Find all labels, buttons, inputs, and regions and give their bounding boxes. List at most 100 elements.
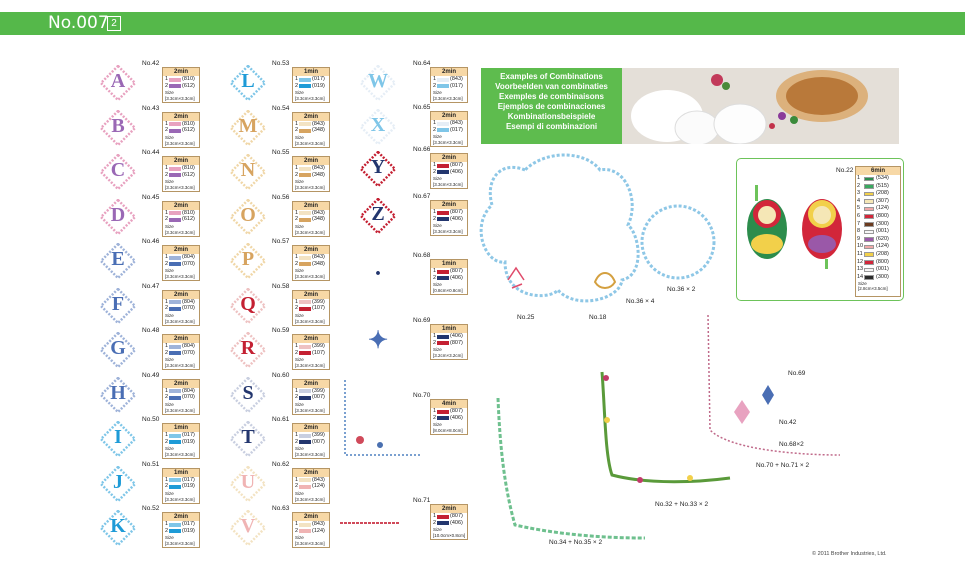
thread-row: 2 (019): [163, 483, 199, 490]
thread-code: (001): [876, 228, 889, 235]
size-label: Size: [295, 312, 304, 318]
letter-motif: V: [230, 510, 266, 546]
thread-row: 2 (070): [163, 261, 199, 268]
letter-glyph: J: [113, 470, 123, 493]
thread-row: 1 (399): [293, 388, 329, 395]
letter-glyph: U: [240, 470, 256, 493]
thread-number: 1: [165, 521, 169, 527]
stitch-time: 2min: [293, 246, 329, 254]
stitch-time: 2min: [163, 246, 199, 254]
size-value: [3.3cm×3.3cm]: [433, 229, 463, 234]
thread-number: 1: [165, 76, 169, 82]
thread-code: (070): [182, 260, 195, 267]
thread-swatch: [299, 306, 311, 311]
thread-swatch: [299, 300, 311, 304]
thread-row: 7 (300): [856, 221, 900, 229]
thread-swatch: [169, 344, 181, 349]
thread-number: 1: [295, 254, 299, 260]
thread-number: 12: [857, 258, 864, 265]
thread-number: 6: [857, 212, 861, 219]
thread-number: 2: [857, 182, 861, 189]
thread-number: 2: [165, 127, 169, 133]
thread-row: 1 (017): [163, 477, 199, 484]
thread-card: 1min 1 (807) 2 (406) Size [0.8cm×0.8cm]: [430, 259, 468, 295]
matryoshka-dolls: [747, 185, 842, 269]
thread-card: 2min 1 (843) 2 (348) Size [3.3cm×3.3cm]: [292, 156, 330, 192]
letter-motif: N: [230, 154, 266, 190]
label-no32-33: No.32 + No.33 × 2: [655, 501, 709, 508]
thread-card: 2min 1 (807) 2 (406) Size [3.3cm×3.3cm]: [430, 153, 468, 189]
thread-code: (843): [450, 120, 463, 126]
thread-code: (843): [312, 254, 325, 260]
thread-swatch: [169, 300, 181, 304]
thread-code: (070): [182, 305, 195, 311]
thread-swatch: [437, 128, 449, 132]
thread-card: 2min 1 (804) 2 (070) Size [3.3cm×3.3cm]: [162, 245, 200, 281]
thread-swatch: [299, 166, 311, 171]
size-value: [3.3cm×3.3cm]: [295, 541, 325, 546]
size-value: [3.3cm×3.3cm]: [165, 96, 195, 101]
thread-code: (810): [182, 165, 195, 171]
thread-row: 2 (007): [293, 439, 329, 446]
letter-motif: G: [100, 332, 136, 368]
size-value: [3.3cm×3.3cm]: [165, 318, 195, 324]
letter-motif: T: [230, 421, 266, 457]
thread-number: 2: [165, 305, 169, 311]
thread-card: 2min 1 (843) 2 (348) Size [3.3cm×3.3cm]: [292, 111, 330, 148]
thread-number: 1: [433, 162, 437, 168]
thread-row: 1 (406): [431, 333, 467, 340]
thread-row: 2 (107): [293, 350, 329, 357]
stitch-time: 2min: [293, 157, 329, 165]
thread-swatch: [299, 484, 311, 489]
size-value: [3.3cm×3.3cm]: [295, 140, 325, 146]
letter-motif: A: [100, 65, 136, 101]
thread-code: (017): [182, 521, 195, 527]
thread-code: (208): [876, 190, 889, 197]
size-value: [3.3cm×3.3cm]: [295, 407, 325, 413]
size-label: Size: [165, 223, 174, 229]
thread-number: 1: [295, 387, 299, 394]
thread-row: 2 (406): [431, 216, 467, 223]
size-value: [3.3cm×3.3cm]: [295, 363, 325, 368]
thread-card: 1min 1 (017) 2 (019) Size [3.3cm×3.3cm]: [162, 467, 200, 504]
thread-swatch: [437, 269, 449, 274]
thread-swatch: [299, 255, 311, 260]
pattern-number: No.61: [272, 416, 290, 423]
pattern-number: No.63: [272, 505, 290, 512]
thread-card: 2min 1 (399) 2 (007) Size [3.3cm×3.3cm]: [292, 378, 330, 415]
thread-swatch: [864, 244, 874, 250]
thread-code: (807): [450, 268, 463, 274]
thread-card: 2min 1 (804) 2 (070) Size [3.3cm×3.3cm]: [162, 334, 200, 370]
letter-motif: Y: [360, 151, 396, 187]
thread-swatch: [299, 217, 311, 222]
letter-glyph: X: [370, 114, 386, 136]
thread-code: (843): [450, 76, 463, 82]
pattern-card: No.71 2min 1 (807) 2 (406) Size [10.0cm×…: [340, 497, 468, 542]
thread-code: (348): [312, 216, 325, 222]
size-label: Size: [295, 223, 304, 229]
size-value: [3.3cm×3.3cm]: [295, 318, 325, 324]
letter-motif: ✦: [360, 322, 396, 358]
pattern-number: No.45: [142, 193, 160, 201]
thread-swatch: [169, 217, 181, 222]
thread-code: (810): [182, 209, 195, 216]
thread-number: 2: [165, 171, 169, 178]
letter-glyph: P: [241, 248, 255, 270]
letter-glyph: B: [111, 114, 125, 137]
thread-row: 2 (348): [293, 127, 329, 134]
thread-number: 1: [165, 120, 169, 127]
thread-swatch: [864, 275, 874, 280]
thread-number: 2: [433, 274, 437, 281]
thread-number: 2: [165, 394, 169, 400]
thread-swatch: [169, 255, 181, 260]
thread-number: 2: [433, 339, 437, 346]
size-label: Size: [433, 527, 442, 532]
thread-swatch: [169, 122, 181, 126]
thread-number: 1: [433, 209, 437, 215]
thread-row: 1 (810): [163, 76, 199, 83]
thread-number: 2: [433, 215, 437, 222]
thread-row: 4 (307): [856, 198, 900, 206]
pattern-number: No.71: [413, 497, 431, 504]
